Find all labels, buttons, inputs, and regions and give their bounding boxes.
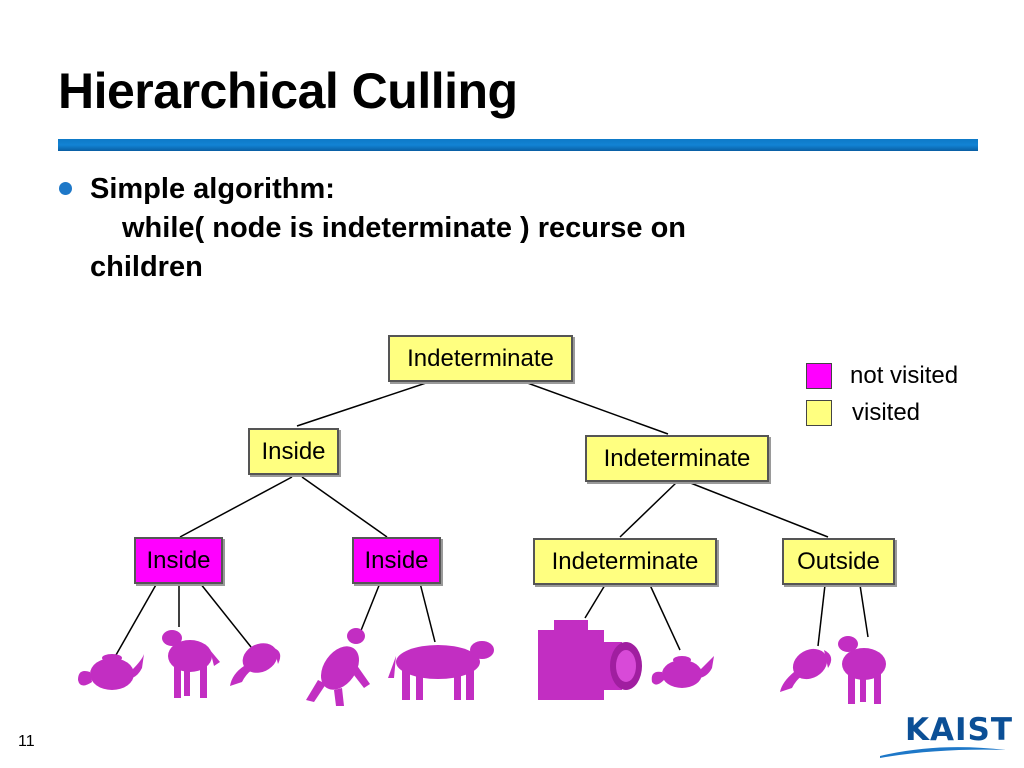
teapot-icon xyxy=(651,656,714,688)
page-number: 11 xyxy=(18,733,35,750)
edge-l2d-1 xyxy=(817,584,826,647)
legend-not-visited-swatch xyxy=(806,363,832,389)
cow-icon xyxy=(838,636,886,704)
legend-visited-swatch xyxy=(806,400,832,426)
edge-l2b-2 xyxy=(419,582,436,643)
edge-l2c-1 xyxy=(584,584,606,619)
node-indeterminate-l1: Indeterminate xyxy=(585,435,769,482)
bullet-line-1: Simple algorithm: xyxy=(90,173,335,205)
edge-root-left xyxy=(296,380,433,427)
cow-icon xyxy=(162,630,220,698)
edge-indet-left xyxy=(619,481,678,538)
cow-icon xyxy=(306,628,370,706)
bullet-text: Simple algorithm: while( node is indeter… xyxy=(90,170,950,287)
edge-l2a-3 xyxy=(199,582,252,648)
bullet-line-2: while( node is indeterminate ) recurse o… xyxy=(122,212,687,244)
bullet-icon xyxy=(59,182,72,195)
node-indeterminate-l2: Indeterminate xyxy=(533,538,717,585)
edge-inside-left xyxy=(179,476,293,538)
bullet-line-3: children xyxy=(90,251,203,283)
teapot-icon xyxy=(230,643,281,686)
node-outside: Outside xyxy=(782,538,895,585)
node-inside-l2a: Inside xyxy=(134,537,223,584)
kaist-logo-swoosh xyxy=(880,747,1006,758)
edge-l2d-2 xyxy=(859,584,869,638)
legend-visited-label: visited xyxy=(852,399,921,426)
title-underline xyxy=(58,139,978,151)
legend-not-visited-label: not visited xyxy=(850,362,959,389)
edge-l2a-1 xyxy=(115,582,158,656)
teapot-icon xyxy=(78,654,144,690)
kaist-logo: KAIST xyxy=(905,712,1014,748)
node-inside: Inside xyxy=(248,428,339,475)
node-root: Indeterminate xyxy=(388,335,573,382)
edge-root-right xyxy=(521,380,669,435)
camera-icon xyxy=(538,620,642,700)
edge-indet-right xyxy=(687,481,829,538)
node-inside-l2b: Inside xyxy=(352,537,441,584)
teapot-icon xyxy=(780,648,832,692)
edge-l2c-2 xyxy=(649,584,681,651)
cow-icon xyxy=(388,641,494,700)
edge-inside-right xyxy=(301,476,388,538)
slide-title: Hierarchical Culling xyxy=(58,63,518,119)
